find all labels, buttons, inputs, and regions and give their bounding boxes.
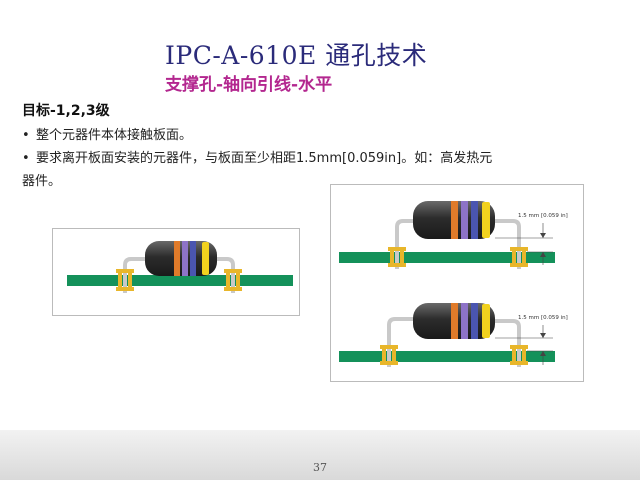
pcb-board [339, 252, 555, 263]
lead-left [123, 257, 149, 293]
pcb-board [67, 275, 293, 286]
bullet-text: 整个元器件本体接触板面。 [36, 128, 193, 143]
target-class-heading: 目标-1,2,3级 [22, 103, 110, 119]
pcb-board [339, 351, 555, 362]
solder-joint-left [116, 269, 134, 291]
bullet-item: • 要求离开板面安装的元器件，与板面至少相距1.5mm[0.059in]。如：高发… [22, 147, 622, 170]
raised-variant-bottom: 1.5 mm [0.059 in] [339, 303, 568, 367]
bullet-continuation: 器件。 [22, 170, 622, 193]
raised-variant-top: 1.5 mm [0.059 in] [339, 201, 568, 269]
bullet-item: • 整个元器件本体接触板面。 [22, 124, 622, 147]
lead-right [211, 257, 235, 293]
solder-joint-right [224, 269, 242, 291]
page-number: 37 [313, 461, 327, 474]
flush-mount-illustration [67, 241, 293, 293]
bullet-glyph: • [22, 151, 30, 166]
bullet-list: • 整个元器件本体接触板面。 • 要求离开板面安装的元器件，与板面至少相距1.5mm… [22, 124, 622, 193]
resistor-body [145, 241, 217, 276]
slide-footer [0, 430, 640, 480]
slide-subtitle: 支撑孔-轴向引线-水平 [165, 75, 333, 95]
raised-mount-illustration: 1.5 mm [0.059 in] [339, 201, 568, 367]
spacing-label: 1.5 mm [0.059 in] [518, 315, 568, 321]
bullet-text: 器件。 [22, 174, 62, 189]
bullet-text: 要求离开板面安装的元器件，与板面至少相距1.5mm[0.059in]。如：高发热… [36, 151, 493, 166]
bullet-glyph: • [22, 128, 30, 143]
flush-mount-figure [52, 228, 300, 316]
raised-mount-figure: 1.5 mm [0.059 in] [330, 184, 584, 382]
spacing-label: 1.5 mm [0.059 in] [518, 213, 568, 219]
slide-title: IPC-A-610E 通孔技术 [165, 41, 428, 70]
